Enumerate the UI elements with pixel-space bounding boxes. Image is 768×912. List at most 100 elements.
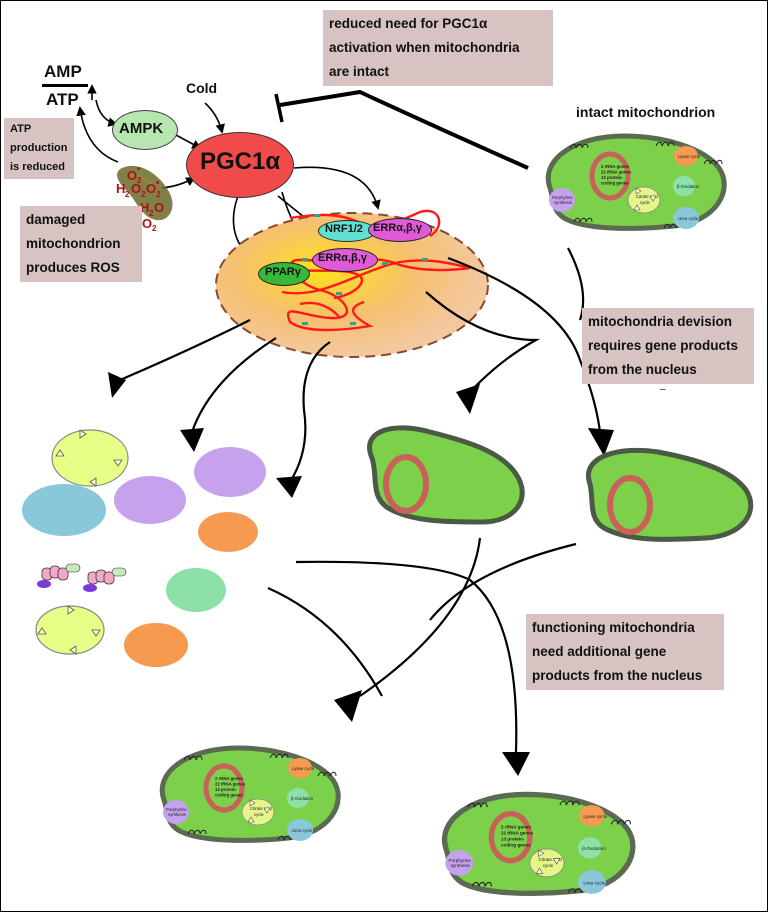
svg-text:2: 2 <box>141 190 146 199</box>
cold-label: Cold <box>186 80 218 96</box>
ratio-bar <box>42 84 88 87</box>
mito-boxid-text: β-Oxidation <box>677 184 700 189</box>
inhibition-line <box>274 89 529 170</box>
mito-lyase-text: Lyase cycle <box>292 766 315 771</box>
arrow-to-citrate <box>119 319 251 382</box>
mito-urea-text: Urea cycle <box>583 880 605 885</box>
mito-urea-text: Urea cycle <box>292 828 313 833</box>
citrate-cycle-2 <box>35 605 105 655</box>
mito-boxid <box>578 837 602 859</box>
err-node-1 <box>368 218 432 242</box>
svg-text:H: H <box>140 200 149 215</box>
mito-gene-text: 2 rRNA genes <box>215 776 244 781</box>
mito-gene-text: 22 tRNA genes <box>215 782 246 787</box>
callout-division: mitochondria devision requires gene prod… <box>582 308 754 384</box>
mito-citrate-text-2: cycle <box>640 200 650 205</box>
mito-gene-text: 13 protein- <box>215 787 238 792</box>
pgc-to-err-arrow <box>293 166 381 210</box>
mito-boxid <box>287 788 309 808</box>
svg-text:O: O <box>154 200 164 215</box>
mito-citrate-arrows <box>247 799 271 823</box>
mito-gene-text: 22 tRNA genes <box>501 831 534 836</box>
mito-porph-text-2: synthesis <box>451 863 471 868</box>
amp-label: AMP <box>44 62 82 81</box>
atp-label: ATP <box>46 90 79 109</box>
mito-lyase-text: Lyase cycle <box>583 814 607 819</box>
mito-porph-text: Porphyrine <box>449 858 472 863</box>
mito-citrate-text: Citrate acid <box>636 194 658 199</box>
intact-mito-label: intact mitochondrion <box>576 104 716 120</box>
mito-citrate-arrows <box>633 187 657 211</box>
mito-urea <box>673 207 699 229</box>
svg-text:O: O <box>131 181 141 196</box>
arrow-to-daughter-right <box>447 256 602 433</box>
boxid-enzyme <box>166 568 226 612</box>
mito-gene-text: 2 rRNA genes <box>501 825 531 830</box>
mito-citrate-arrows <box>535 849 561 874</box>
arrow-bottom-left-b <box>359 537 482 697</box>
damaged-mitochondrion: O 2 • H 2 O 2 O 2 • H 2 O O 2 <box>116 164 173 233</box>
mito-boxid <box>673 176 695 196</box>
lyase-enzyme-2 <box>124 623 188 667</box>
err-label-2: ERRα,β,γ <box>318 252 367 264</box>
porphyrine-enzyme-2 <box>194 447 266 497</box>
svg-text:O: O <box>127 168 137 183</box>
svg-text:2: 2 <box>125 190 130 199</box>
ratio-to-ampk-arrow <box>95 99 118 127</box>
mito-lyase <box>579 805 605 827</box>
err-node-2 <box>312 248 378 272</box>
citrate-cycle-1 <box>51 429 129 487</box>
arrow-bottom-merge <box>429 542 577 621</box>
svg-text:2: 2 <box>149 209 154 218</box>
arrow-to-daughter-left <box>425 291 541 393</box>
daughter-mitochondrion-right <box>585 447 754 542</box>
mito-gene-text: coding genes <box>501 842 531 847</box>
arrow-to-enzymes <box>190 337 277 433</box>
mito-lyase <box>674 146 698 166</box>
pgc1a-label: PGC1α <box>200 148 281 175</box>
svg-text:•: • <box>156 178 160 189</box>
mito-gene-text: 22 tRNA genes <box>601 170 632 175</box>
big-arrows <box>119 247 602 753</box>
mito-porph <box>549 188 575 212</box>
cold-to-pgc-arrow <box>204 102 225 134</box>
arrow-bottom-right-a <box>295 560 518 753</box>
mito-cristae <box>569 141 723 229</box>
released-products <box>22 429 266 667</box>
mito-porph-text-2: synthesis <box>168 812 186 817</box>
mito-citrate-text: Citrate acid <box>250 806 272 811</box>
callout-atp-reduced: ATP production is reduced <box>4 118 74 179</box>
ppar-label: PPARγ <box>265 266 301 278</box>
arrow-bottom-left-a <box>267 586 383 697</box>
ros-to-atp-arrow <box>76 106 119 163</box>
mito-gene-text: 13 protein- <box>601 175 624 180</box>
mito-gene-text: 13 protein- <box>501 836 525 841</box>
protein-complex-1 <box>37 563 81 588</box>
ppar-node <box>258 262 310 286</box>
porphyrine-enzyme-1 <box>114 476 186 524</box>
protein-complex-2 <box>83 567 127 592</box>
mito-porph <box>163 800 189 824</box>
urea-enzyme <box>22 484 106 536</box>
ampk-label: AMPK <box>119 120 164 137</box>
ros-to-pgc-arrow <box>161 177 196 189</box>
mito-urea <box>578 870 606 894</box>
mito-dna-ring <box>203 763 245 813</box>
mito-urea <box>287 819 313 841</box>
mito-citrate-text-2: cycle <box>254 812 264 817</box>
arrow-to-lower-enzymes <box>289 341 331 483</box>
stray-dash: – <box>660 384 666 395</box>
mito-lyase-text: Lyase cycle <box>678 154 701 159</box>
svg-text:2: 2 <box>152 224 157 233</box>
mito-dna-ring <box>589 151 631 201</box>
mito-dna-ring <box>488 811 533 864</box>
mito-urea-text: Urea cycle <box>678 216 699 221</box>
callout-reduced-need: reduced need for PGC1α activation when m… <box>323 10 553 86</box>
mito-citrate-text-2: cycle <box>543 863 554 868</box>
mito-porph <box>445 850 474 876</box>
